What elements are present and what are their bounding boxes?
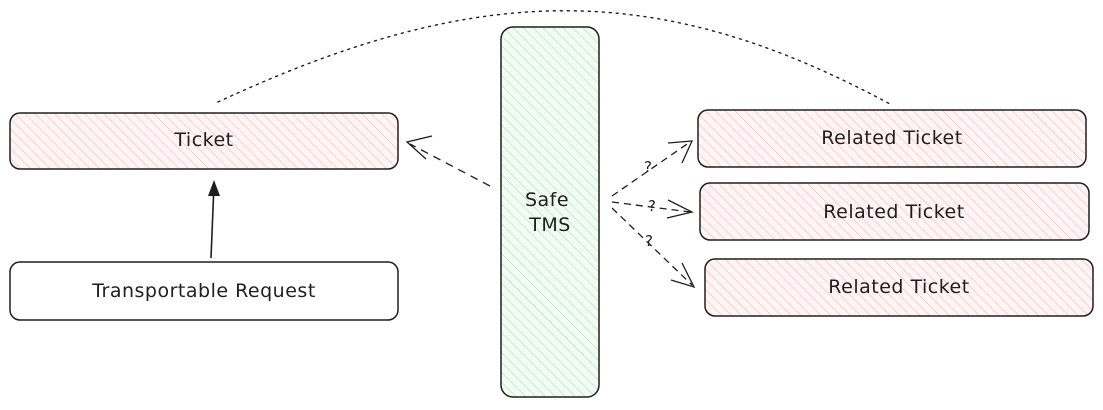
request-to-ticket-arrow	[208, 180, 220, 259]
related-ticket-node-1: Related Ticket	[697, 109, 1087, 168]
safe-tms-label-line2: TMS	[528, 214, 571, 236]
ticket-label: Ticket	[173, 129, 233, 151]
safe-tms-label-line1: Safe	[525, 189, 569, 211]
transportable-request-label: Transportable Request	[91, 280, 316, 302]
tms-to-ticket-arrow	[405, 135, 491, 187]
related-edge-label-2: ?	[648, 197, 656, 215]
related-ticket-node-3: Related Ticket	[704, 258, 1094, 317]
related-edge-label-3: ?	[645, 232, 653, 250]
related-ticket-node-2: Related Ticket	[699, 182, 1090, 241]
ticket-node: Ticket	[9, 112, 399, 170]
related-ticket-label-2: Related Ticket	[823, 201, 964, 223]
related-ticket-label-1: Related Ticket	[821, 127, 962, 149]
related-edge-label-1: ?	[644, 158, 652, 176]
safe-tms-node: Safe TMS	[500, 26, 600, 398]
dotted-arc-connector	[217, 10, 891, 105]
tms-to-related-arrow-3	[611, 207, 696, 289]
tms-to-related-arrow-1	[611, 140, 694, 197]
tms-to-related-arrow-2	[611, 199, 694, 219]
transportable-request-node: Transportable Request	[9, 261, 399, 321]
related-ticket-label-3: Related Ticket	[828, 276, 969, 298]
